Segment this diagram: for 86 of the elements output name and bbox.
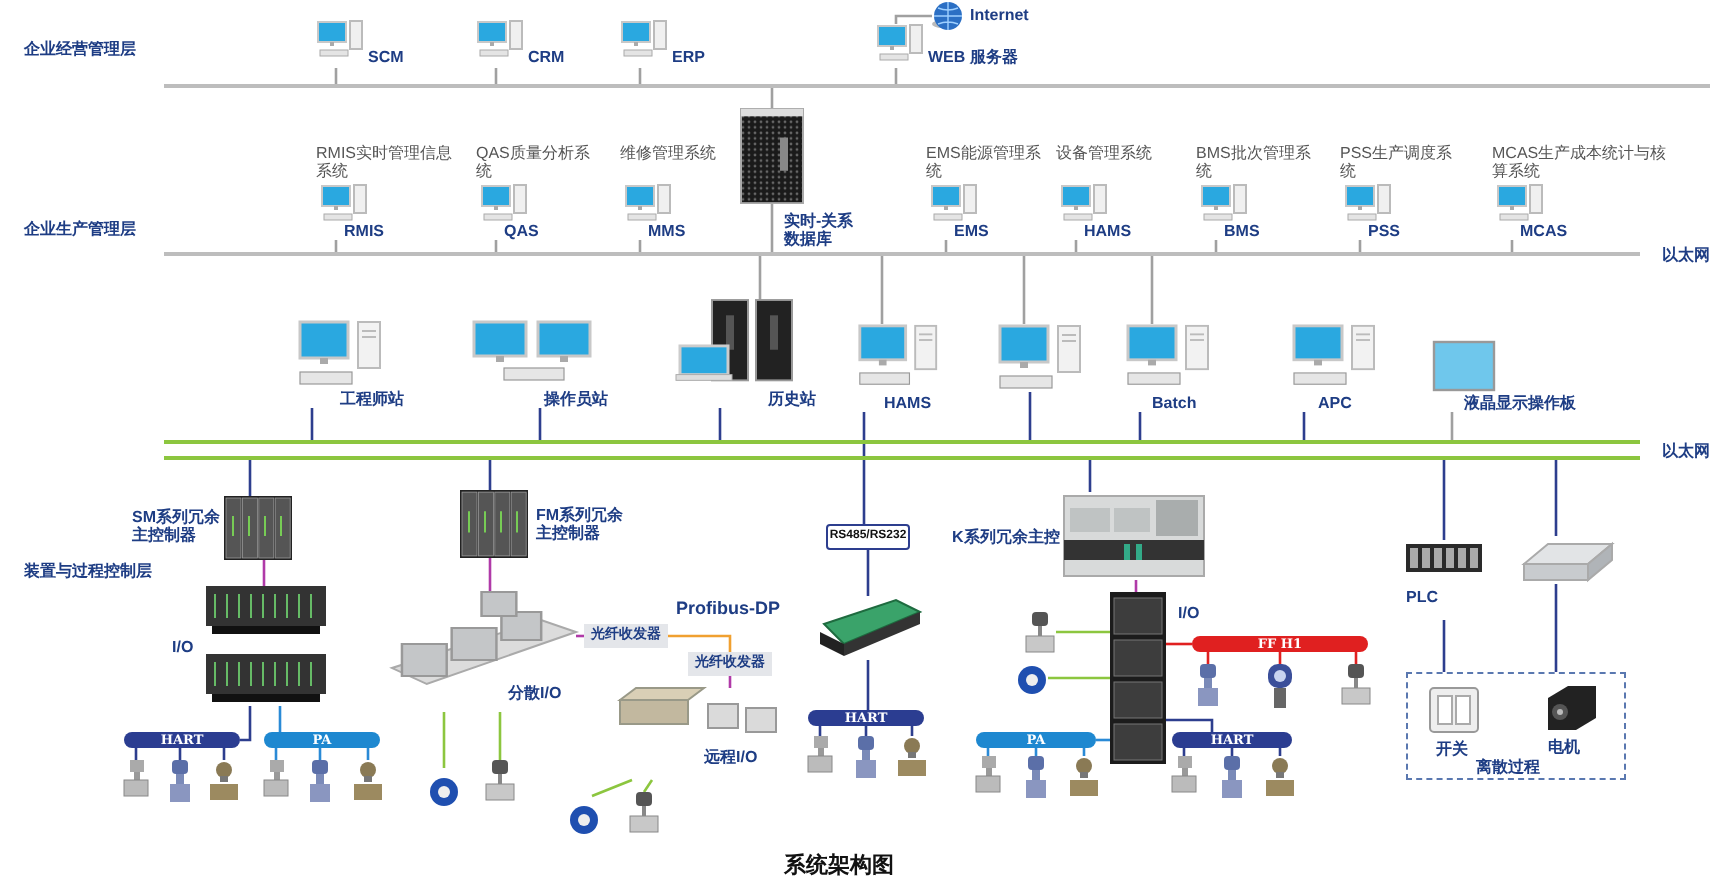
- device-label: 电机: [1548, 738, 1582, 756]
- controller-label: SM系列冗余主控制器: [132, 508, 222, 544]
- connector: [1442, 620, 1446, 672]
- system-description: QAS质量分析系统: [476, 144, 592, 180]
- system-label: ERP: [672, 48, 707, 66]
- system-label: EMS: [954, 222, 991, 240]
- system-description: MCAS生产成本统计与核算系统: [1492, 144, 1668, 180]
- system-label: RMIS: [344, 222, 386, 240]
- controller-label: FM系列冗余主控制器: [536, 506, 624, 542]
- system-description: BMS批次管理系统: [1196, 144, 1313, 180]
- connector: [538, 408, 542, 440]
- process-group-box: [1406, 672, 1626, 780]
- connector: [1088, 460, 1092, 492]
- system-label: CRM: [528, 48, 567, 66]
- network-label: 以太网: [1662, 246, 1710, 264]
- station-label: 操作员站: [544, 390, 610, 408]
- io-label: I/O: [1178, 604, 1202, 622]
- system-label: BMS: [1224, 222, 1262, 240]
- system-label: QAS: [504, 222, 541, 240]
- connector: [240, 706, 252, 742]
- connector: [310, 408, 314, 440]
- connector: [442, 712, 446, 768]
- system-label: HAMS: [1084, 222, 1134, 240]
- group-label: 离散过程: [1476, 758, 1542, 776]
- caption: 系统架构图: [784, 854, 894, 878]
- system-label: SCM: [368, 48, 406, 66]
- system-label: PSS: [1368, 222, 1403, 240]
- connector: [1450, 412, 1454, 440]
- connector: [488, 460, 492, 490]
- system-label: MMS: [648, 222, 688, 240]
- connector: [1048, 676, 1110, 680]
- connector: [866, 660, 870, 710]
- io-label: 分散I/O: [508, 684, 564, 702]
- layer-label: 企业经营管理层: [24, 40, 136, 58]
- connector: [668, 634, 732, 652]
- connector: [1554, 584, 1558, 672]
- connector: [488, 558, 492, 592]
- station-label: 液晶显示操作板: [1464, 394, 1578, 412]
- network-label: 以太网: [1662, 442, 1710, 460]
- station-label: APC: [1318, 394, 1354, 412]
- station-label: 工程师站: [340, 390, 406, 408]
- connector: [770, 204, 774, 252]
- system-label: WEB 服务器: [928, 48, 1020, 66]
- station-label: HAMS: [884, 394, 934, 412]
- connector: [880, 256, 884, 324]
- connector: [758, 256, 762, 300]
- connector: [1138, 412, 1142, 440]
- network-bus: [164, 440, 1640, 460]
- connector: [591, 778, 633, 798]
- connector: [894, 14, 932, 24]
- connector: [248, 460, 252, 496]
- connector: [866, 550, 870, 596]
- station-label: Batch: [1152, 394, 1199, 412]
- connector: [1554, 460, 1558, 536]
- connector: [1028, 392, 1032, 440]
- connector: [1056, 630, 1110, 634]
- system-description: EMS能源管理系统: [926, 144, 1043, 180]
- system-description: PSS生产调度系统: [1340, 144, 1455, 180]
- connector: [1166, 718, 1214, 732]
- server-label: 实时-关系数据库: [784, 212, 856, 248]
- connector: [278, 706, 282, 732]
- layer-label: 企业生产管理层: [24, 220, 136, 238]
- io-label: 远程I/O: [704, 748, 760, 766]
- connector: [770, 88, 774, 108]
- link-label: Internet: [970, 6, 1031, 24]
- device-label: PLC: [1406, 588, 1440, 606]
- system-description: 维修管理系统: [620, 144, 718, 162]
- connector: [642, 779, 654, 793]
- layer-label: 装置与过程控制层: [24, 562, 152, 580]
- connector: [1150, 256, 1154, 324]
- connector: [1166, 642, 1192, 646]
- connector: [262, 560, 266, 586]
- connector: [862, 412, 866, 524]
- device-label: 开关: [1436, 740, 1470, 758]
- connector: [718, 408, 722, 440]
- connector: [498, 712, 502, 760]
- connector: [1442, 460, 1446, 540]
- system-description: RMIS实时管理信息系统: [316, 144, 454, 180]
- controller-label: K系列冗余主控: [952, 528, 1062, 546]
- io-label: I/O: [172, 638, 196, 656]
- station-label: 历史站: [768, 390, 816, 408]
- connector: [1302, 412, 1306, 440]
- system-label: MCAS: [1520, 222, 1570, 240]
- connector: [1022, 256, 1026, 324]
- system-description: 设备管理系统: [1056, 144, 1154, 162]
- protocol-label: Profibus-DP: [676, 600, 781, 618]
